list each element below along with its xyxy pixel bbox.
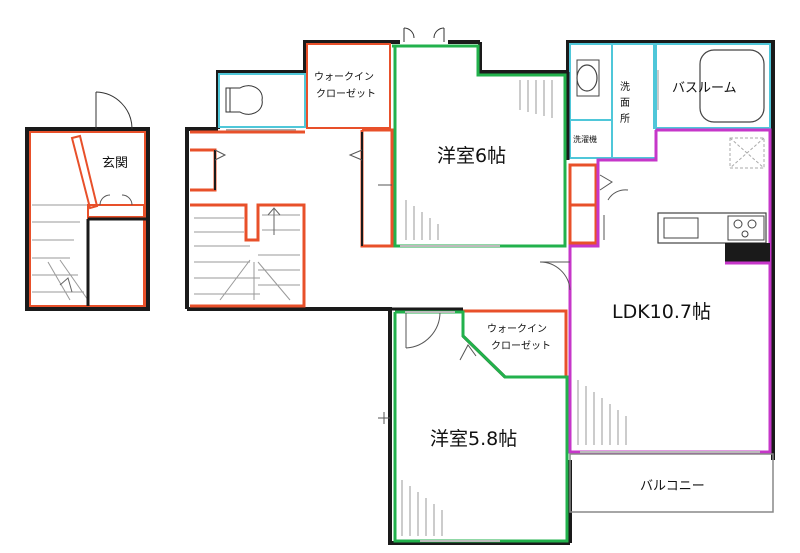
washing-machine-label: 洗濯機 — [573, 134, 597, 144]
closet-door-icon — [348, 149, 363, 161]
ldk-closets — [568, 163, 598, 245]
sink-icon — [576, 64, 598, 92]
washroom-label-3: 所 — [620, 113, 630, 125]
wic-bottom-line2: クローゼット — [491, 340, 551, 352]
washroom-label-2: 面 — [620, 98, 630, 109]
toilet-room — [218, 73, 306, 131]
western-room-58-label: 洋室5.8帖 — [430, 428, 517, 450]
staircase — [190, 203, 306, 308]
stove-icon — [727, 215, 765, 241]
wic-top-line2: クローゼット — [316, 88, 376, 100]
stair-arrow-icon-main — [267, 207, 281, 235]
wash-area: 洗 面 所 洗濯機 バスルーム — [569, 43, 771, 159]
walk-in-closet-top: ウォークイン クローゼット — [306, 43, 391, 129]
western-room-58: 洋室5.8帖 — [378, 310, 569, 543]
kitchen-sink-icon — [663, 217, 699, 239]
western-room-6: 洋室6帖 — [392, 27, 567, 248]
entrance-block: 玄関 — [25, 91, 150, 311]
toilet-icon — [225, 85, 263, 115]
bathtub-icon — [699, 49, 765, 123]
genkan-label: 玄関 — [102, 156, 128, 171]
stair-arrow-icon — [59, 277, 73, 293]
balcony-label: バルコニー — [640, 479, 705, 494]
ldk-room: LDK10.7帖 — [539, 128, 772, 454]
main-outer-walls — [185, 40, 775, 545]
wic-top-line1: ウォークイン — [314, 71, 374, 83]
bathroom-label: バスルーム — [672, 81, 737, 96]
western-room-6-label: 洋室6帖 — [437, 145, 506, 167]
ldk-label: LDK10.7帖 — [612, 301, 711, 323]
fridge-space-icon — [729, 137, 765, 169]
washroom-label-1: 洗 — [620, 81, 630, 93]
wic-bottom-line1: ウォークイン — [487, 323, 547, 335]
walk-in-closet-bottom: ウォークイン クローゼット — [459, 309, 568, 379]
balcony: バルコニー — [569, 453, 774, 513]
